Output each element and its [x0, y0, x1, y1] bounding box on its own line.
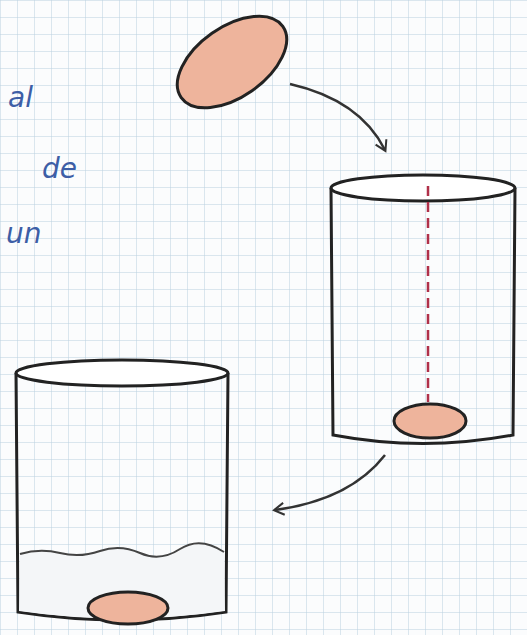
water-line	[20, 543, 224, 557]
note-text: un	[6, 220, 42, 248]
glass	[331, 175, 515, 444]
bean	[88, 592, 168, 624]
drop-path	[427, 186, 430, 402]
arrow	[290, 84, 385, 150]
arrow	[275, 455, 385, 510]
glass	[16, 360, 228, 620]
bean	[394, 404, 466, 438]
bean	[161, 0, 303, 126]
note-text: al	[8, 84, 33, 112]
note-text: de	[42, 155, 77, 183]
